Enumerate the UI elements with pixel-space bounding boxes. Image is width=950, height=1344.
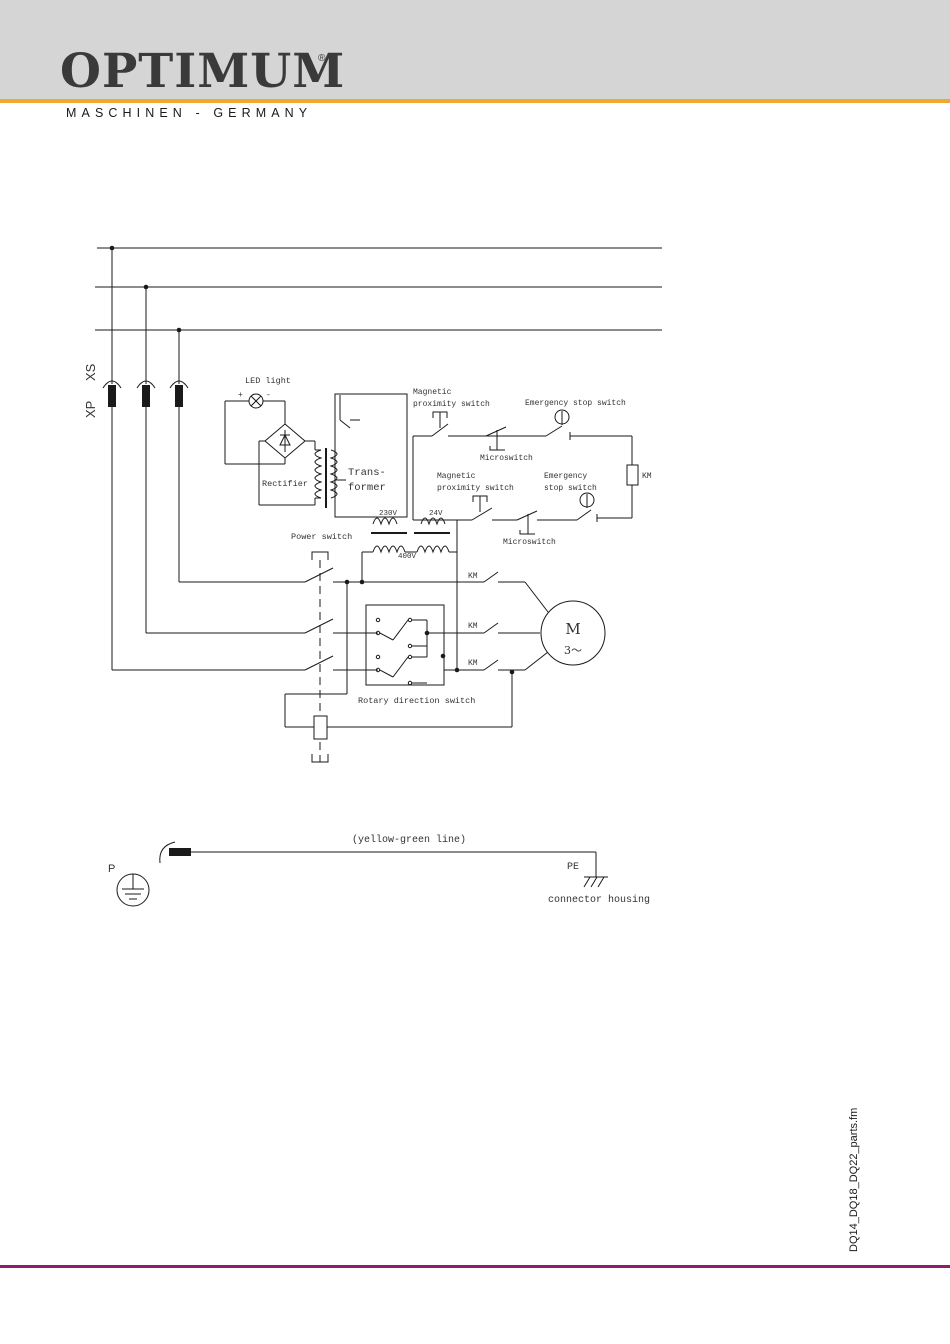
ground-connection: (yellow-green line) PE connector housing… [108, 834, 650, 907]
plug-label-xp: XP [83, 401, 98, 418]
brand-logo: OPTIMUM [60, 44, 346, 99]
pe-label: PE [567, 862, 579, 873]
file-name: DQ14_DQ18_DQ22_parts.fm [848, 1107, 860, 1252]
led-plus: + [238, 391, 243, 400]
rotary-switch-label: Rotary direction switch [358, 696, 475, 706]
power-switch: Power switch [284, 532, 513, 763]
supply-lines [95, 245, 662, 384]
prox-bottom-label-2: proximity switch [437, 484, 514, 493]
prox-top-label-2: proximity switch [413, 400, 490, 409]
plug-connector: XS XP [83, 363, 189, 670]
transformer-400v: 400V 230V 24V [371, 510, 450, 561]
estop-top-label: Emergency stop switch [525, 399, 626, 408]
motor-circuit: KM KM KM M 3～ [361, 520, 606, 675]
footer-rule [0, 1265, 950, 1268]
led-label: LED light [245, 376, 291, 386]
brand-tagline: MASCHINEN - GERMANY [66, 106, 313, 120]
registered-mark: ® [318, 53, 326, 64]
plug-label-xs: XS [83, 363, 98, 381]
prox-top-label-1: Magnetic [413, 388, 452, 397]
p-label: P [108, 863, 115, 875]
rectifier-label: Rectifier [262, 479, 308, 489]
voltage-230v: 230V [379, 510, 398, 518]
km-contact-3: KM [468, 659, 478, 668]
connector-housing-label: connector housing [548, 894, 650, 906]
header-band [0, 0, 950, 100]
motor-phase: 3～ [564, 644, 582, 657]
control-circuit: Magnetic proximity switch Emergency stop… [412, 388, 652, 547]
power-switch-label: Power switch [291, 532, 352, 542]
led-minus: - [266, 391, 271, 400]
estop-bottom-label-1: Emergency [544, 472, 587, 481]
phase-wiring [112, 581, 305, 671]
lamp-supply: Trans- former Rectifier LED light + - [224, 376, 408, 518]
estop-bottom-label-2: stop switch [544, 484, 597, 493]
header-accent-rule [0, 99, 950, 103]
transformer-label-2: former [348, 482, 386, 494]
micro-bottom-label: Microswitch [503, 538, 556, 547]
yellow-green-label: (yellow-green line) [352, 834, 466, 846]
motor-letter: M [565, 620, 580, 638]
prox-bottom-label-1: Magnetic [437, 472, 476, 481]
voltage-400v: 400V [398, 553, 417, 561]
km-coil-label: KM [642, 472, 652, 481]
km-contact-2: KM [468, 622, 478, 631]
km-contact-1: KM [468, 572, 478, 581]
micro-top-label: Microswitch [480, 454, 533, 463]
rotary-direction-switch: Rotary direction switch [358, 604, 475, 706]
voltage-24v: 24V [429, 510, 443, 518]
transformer-label-1: Trans- [348, 467, 386, 479]
